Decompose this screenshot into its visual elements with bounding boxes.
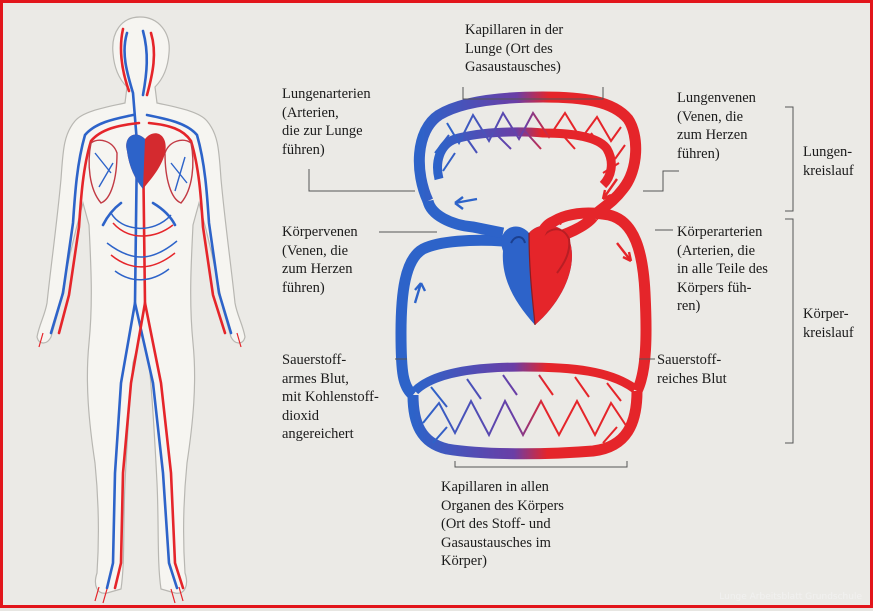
abdominal-vessels bbox=[106, 212, 178, 281]
human-body-figure bbox=[36, 16, 246, 604]
body-heart bbox=[126, 133, 166, 189]
body-silhouette bbox=[36, 16, 246, 594]
body-artery-vessel bbox=[538, 207, 652, 394]
pulmonary-capillary-mesh bbox=[434, 110, 626, 174]
systemic-loop bbox=[395, 199, 652, 460]
label-lung-capillaries: Kapillaren in der Lunge (Ort des Gasaust… bbox=[465, 22, 564, 76]
watermark: Lunge Arbeitsblatt Grundschule bbox=[719, 592, 862, 602]
label-body-veins: Körpervenen (Venen, die zum Herzen führe… bbox=[282, 224, 358, 296]
label-organ-capillaries: Kapillaren in allen Organen des Körpers … bbox=[441, 479, 564, 570]
label-deoxygenated-blood: Sauerstoff- armes Blut, mit Kohlenstoff-… bbox=[282, 352, 379, 443]
pulmonary-capillary-bed bbox=[413, 91, 642, 221]
systemic-capillary-mesh bbox=[422, 374, 628, 444]
label-pulmonary-circuit: Lungen- kreislauf bbox=[803, 144, 854, 179]
systemic-capillary-bed bbox=[407, 390, 643, 460]
schematic-heart bbox=[501, 215, 572, 326]
label-oxygenated-blood: Sauerstoff- reiches Blut bbox=[657, 352, 727, 387]
leader-lines bbox=[308, 87, 794, 468]
pulmonary-loop bbox=[413, 91, 642, 221]
extremity-vessels bbox=[38, 332, 242, 604]
label-pulmonary-veins: Lungenvenen (Venen, die zum Herzen führe… bbox=[677, 90, 756, 162]
lungs bbox=[88, 139, 194, 204]
label-body-arteries: Körperarterien (Arterien, die in alle Te… bbox=[677, 224, 768, 315]
circulation-illustration bbox=[36, 16, 794, 604]
label-pulmonary-arteries: Lungenarterien (Arterien, die zur Lunge … bbox=[282, 86, 371, 158]
body-veins bbox=[49, 29, 233, 590]
flow-arrows bbox=[413, 178, 633, 304]
body-vein-vessel bbox=[395, 234, 504, 400]
label-systemic-circuit: Körper- kreislauf bbox=[803, 306, 854, 341]
body-arteries bbox=[57, 27, 227, 590]
